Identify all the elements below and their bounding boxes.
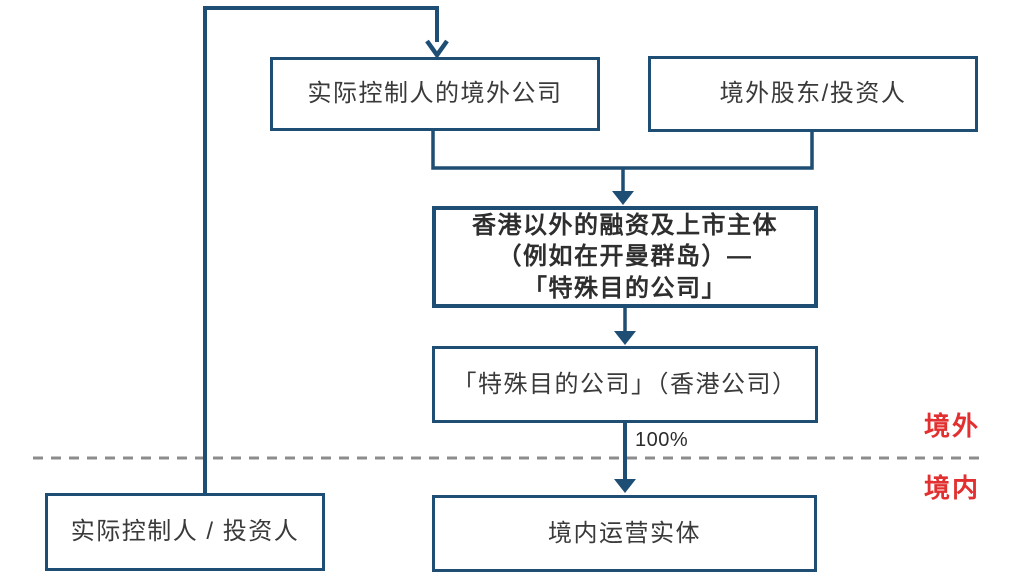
- node-offshore-shareholders-investors: 境外股东/投资人: [648, 56, 978, 132]
- node-label-line-1: 香港以外的融资及上市主体: [472, 211, 778, 239]
- node-label-multiline: 香港以外的融资及上市主体 （例如在开曼群岛）— 「特殊目的公司」: [472, 210, 778, 305]
- node-label: 境外股东/投资人: [719, 80, 907, 108]
- node-label-line-3: 「特殊目的公司」: [523, 274, 727, 302]
- edge-controller-to-offshore-company: [203, 6, 439, 496]
- node-spv-hong-kong-company: 「特殊目的公司」（香港公司）: [432, 346, 818, 423]
- node-controller-offshore-company: 实际控制人的境外公司: [270, 57, 600, 131]
- node-label-line-2: （例如在开曼群岛）—: [497, 243, 753, 271]
- arrowhead-into-onshore-entity: [614, 479, 636, 493]
- edge-merge-top-boxes: [431, 128, 814, 170]
- region-label-offshore: 境外: [923, 411, 980, 441]
- node-onshore-operating-entity: 境内运营实体: [432, 495, 817, 572]
- arrowhead-open-into-offshore-company: [425, 39, 449, 59]
- arrowhead-into-listing-vehicle: [612, 191, 634, 205]
- node-label: 实际控制人的境外公司: [307, 80, 563, 108]
- region-label-onshore: 境内: [923, 473, 980, 503]
- node-label: 实际控制人 / 投资人: [70, 518, 300, 546]
- ownership-percent-label: 100%: [635, 429, 689, 451]
- arrowhead-into-spv: [614, 331, 636, 345]
- node-offshore-listing-vehicle: 香港以外的融资及上市主体 （例如在开曼群岛）— 「特殊目的公司」: [432, 206, 818, 308]
- node-label: 境内运营实体: [548, 519, 701, 547]
- node-label: 「特殊目的公司」（香港公司）: [452, 370, 798, 398]
- node-actual-controller-investors: 实际控制人 / 投资人: [45, 493, 325, 571]
